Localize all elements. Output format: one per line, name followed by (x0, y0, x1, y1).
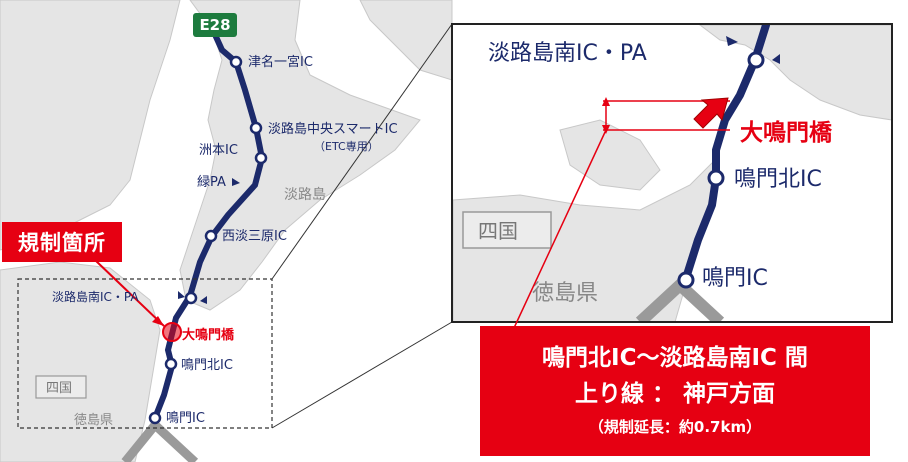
inset-label-naruto: 鳴門IC (702, 266, 768, 291)
label-awaji-island: 淡路島 (284, 187, 326, 203)
label-tokushima: 徳島県 (74, 413, 113, 428)
shikoku-label-box (35, 375, 87, 399)
label-midori-pa: 緑PA (197, 175, 226, 190)
regulation-section-text: 鳴門北IC～淡路島南IC 間 (542, 345, 808, 371)
label-sumoto: 洲本IC (199, 143, 238, 158)
inset-label-shikoku: 四国 (478, 219, 518, 243)
road-gray (121, 418, 199, 462)
inset-ic-nodes (677, 51, 765, 289)
inset-label-naruto-kita: 鳴門北IC (734, 167, 822, 192)
direction-arrow-icon (693, 97, 729, 129)
inset-label-onaruto-bridge: 大鳴門橋 (740, 120, 833, 146)
label-naruto-kita: 鳴門北IC (181, 358, 233, 373)
inset-label-awaji-minami: 淡路島南IC・PA (488, 41, 647, 66)
ic-nodes (148, 55, 268, 425)
inset-label-tokushima: 徳島県 (532, 281, 598, 306)
pointer-arrow-icon (152, 316, 164, 326)
pa-marker-icon (178, 291, 185, 299)
inset-connector-top (271, 23, 453, 280)
label-naruto: 鳴門IC (166, 411, 205, 426)
inset-highway-route (682, 25, 770, 282)
callout-connector-line (513, 129, 607, 329)
label-shikoku: 四国 (46, 381, 72, 396)
label-onaruto-bridge: 大鳴門橋 (182, 327, 235, 343)
length-arrow-down-icon (602, 125, 610, 134)
regulation-direction-text: 上り線 ： 神戸方面 (574, 381, 775, 407)
inset-connector-bottom (271, 321, 453, 429)
label-nishiawaji: 西淡三原IC (222, 229, 287, 244)
label-awaji-minami: 淡路島南IC・PA (52, 289, 139, 304)
land-shikoku (0, 261, 161, 462)
bridge-highlight-marker (162, 322, 182, 342)
inset-shikoku-box (462, 211, 552, 249)
regulation-info-box: 鳴門北IC～淡路島南IC 間 上り線 ： 神戸方面 （規制延長：約0.7km） (480, 326, 870, 456)
label-tsuna-ichinomiya: 津名一宮IC (248, 54, 313, 70)
route-badge-e28: E28 (193, 13, 237, 37)
inset-pa-marker-icon (726, 36, 738, 46)
label-awaji-central: 淡路島中央スマートIC (268, 121, 398, 137)
regulation-length-text: （規制延長：約0.7km） (588, 418, 762, 436)
length-arrow-up-icon (602, 97, 610, 106)
inset-map: 淡路島南IC・PA 大鳴門橋 鳴門北IC 四国 徳島県 鳴門IC (453, 25, 891, 321)
inset-pa-marker-icon (772, 54, 780, 64)
pa-marker-icon (200, 296, 207, 304)
pa-marker-icon (232, 178, 240, 186)
regulation-site-label: 規制箇所 (2, 222, 122, 262)
label-etc-only: （ETC専用） (314, 140, 379, 153)
inset-indicator-box (17, 278, 273, 429)
pointer-line (94, 259, 165, 327)
